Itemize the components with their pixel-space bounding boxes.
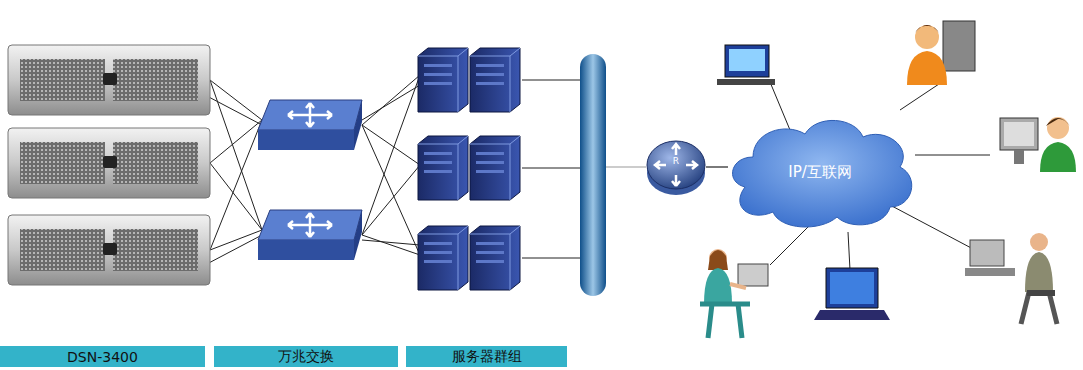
server-tower bbox=[418, 48, 468, 112]
internet-cloud: IP/互联网 bbox=[725, 112, 915, 232]
server-tower bbox=[470, 48, 520, 112]
server-tower bbox=[470, 226, 520, 290]
bar-label: 服务器群组 bbox=[452, 348, 522, 366]
cloud-label: IP/互联网 bbox=[788, 163, 852, 182]
server-tower bbox=[418, 136, 468, 200]
server-tower bbox=[418, 226, 468, 290]
section-bar: 万兆交换 bbox=[214, 346, 398, 367]
router-letter: R bbox=[673, 156, 679, 166]
bar-label: DSN-3400 bbox=[67, 349, 138, 365]
router-symbol: R bbox=[646, 137, 706, 197]
server-tower bbox=[470, 136, 520, 200]
section-bar: DSN-3400 bbox=[0, 346, 205, 367]
bar-label: 万兆交换 bbox=[278, 348, 334, 366]
network-link bbox=[706, 166, 728, 167]
section-bar: 服务器群组 bbox=[406, 346, 567, 367]
router-shape bbox=[646, 137, 706, 197]
